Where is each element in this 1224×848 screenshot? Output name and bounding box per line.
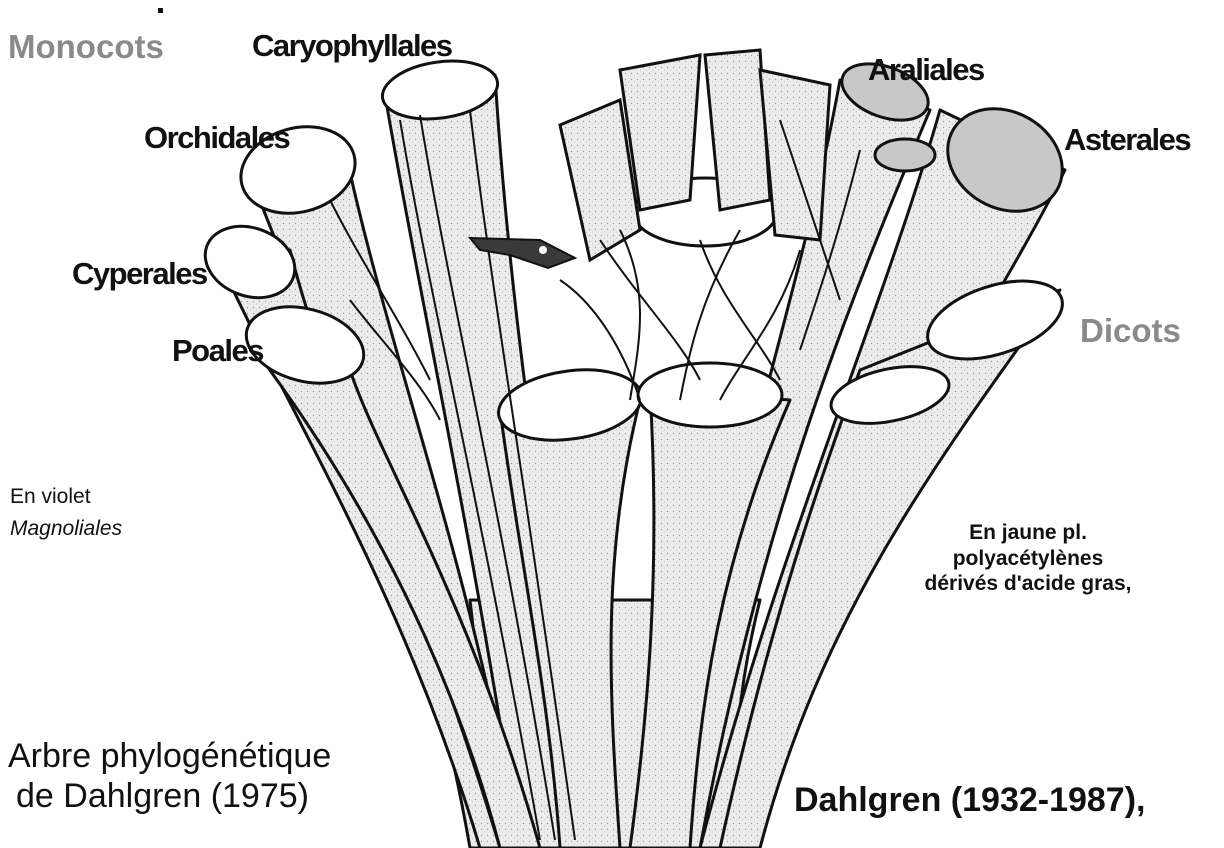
yellow-legend-line2: polyacétylènes bbox=[868, 546, 1188, 572]
title-line2: de Dahlgren (1975) bbox=[8, 776, 331, 816]
araliales-label: Araliales bbox=[868, 54, 984, 85]
caryophyllales-label: Caryophyllales bbox=[252, 30, 452, 61]
title-line1: Arbre phylogénétique bbox=[8, 736, 331, 776]
end-center-right bbox=[638, 363, 782, 427]
violet-legend-line2: Magnoliales bbox=[10, 518, 122, 539]
poales-label: Poales bbox=[172, 335, 263, 366]
cyperales-label: Cyperales bbox=[72, 258, 207, 289]
stray-dot bbox=[158, 8, 163, 13]
yellow-legend-line3: dérivés d'acide gras, bbox=[868, 571, 1188, 597]
author-dates: Dahlgren (1932-1987), bbox=[794, 780, 1146, 820]
title-year: (1975) bbox=[211, 777, 309, 815]
yellow-legend-line1: En jaune pl. bbox=[868, 520, 1188, 546]
diagram-title: Arbre phylogénétique de Dahlgren (1975) bbox=[8, 736, 331, 816]
yellow-legend: En jaune pl. polyacétylènes dérivés d'ac… bbox=[868, 520, 1188, 597]
title-author-name: de Dahlgren bbox=[16, 777, 201, 815]
violet-legend-line1: En violet bbox=[10, 486, 91, 507]
end-small-right bbox=[875, 139, 935, 171]
orchidales-label: Orchidales bbox=[144, 122, 289, 153]
dicots-label: Dicots bbox=[1080, 314, 1181, 347]
asterales-label: Asterales bbox=[1064, 124, 1190, 155]
monocots-label: Monocots bbox=[8, 30, 164, 63]
